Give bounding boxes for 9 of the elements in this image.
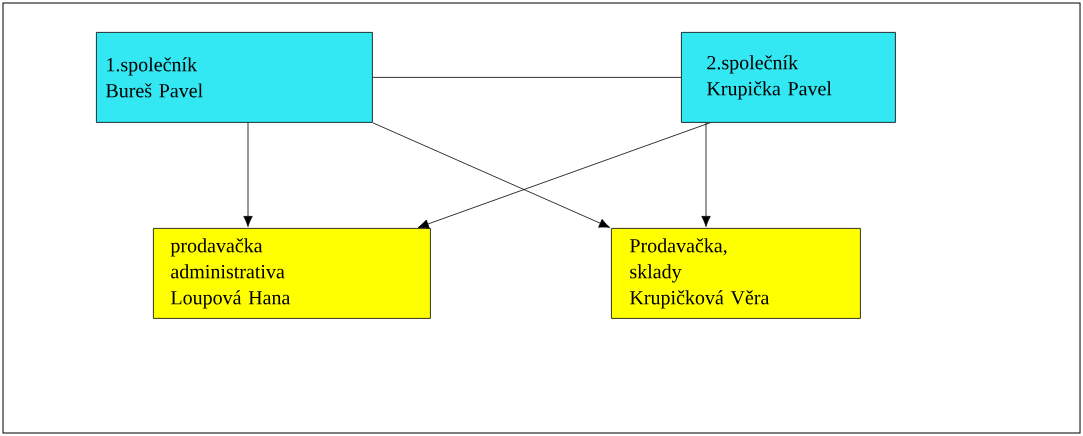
arrow [417, 122, 711, 229]
arrow [243, 122, 253, 227]
connector-line [372, 77, 682, 78]
partner-box: 2.společník Krupička Pavel [681, 32, 896, 123]
arrow [372, 122, 611, 228]
person-box: Prodavačka, sklady Krupičková Věra [611, 228, 861, 319]
person-box: prodavačka administrativa Loupová Hana [153, 228, 431, 319]
arrow [701, 122, 711, 227]
partner-box: 1.společník Bureš Pavel [96, 32, 373, 123]
